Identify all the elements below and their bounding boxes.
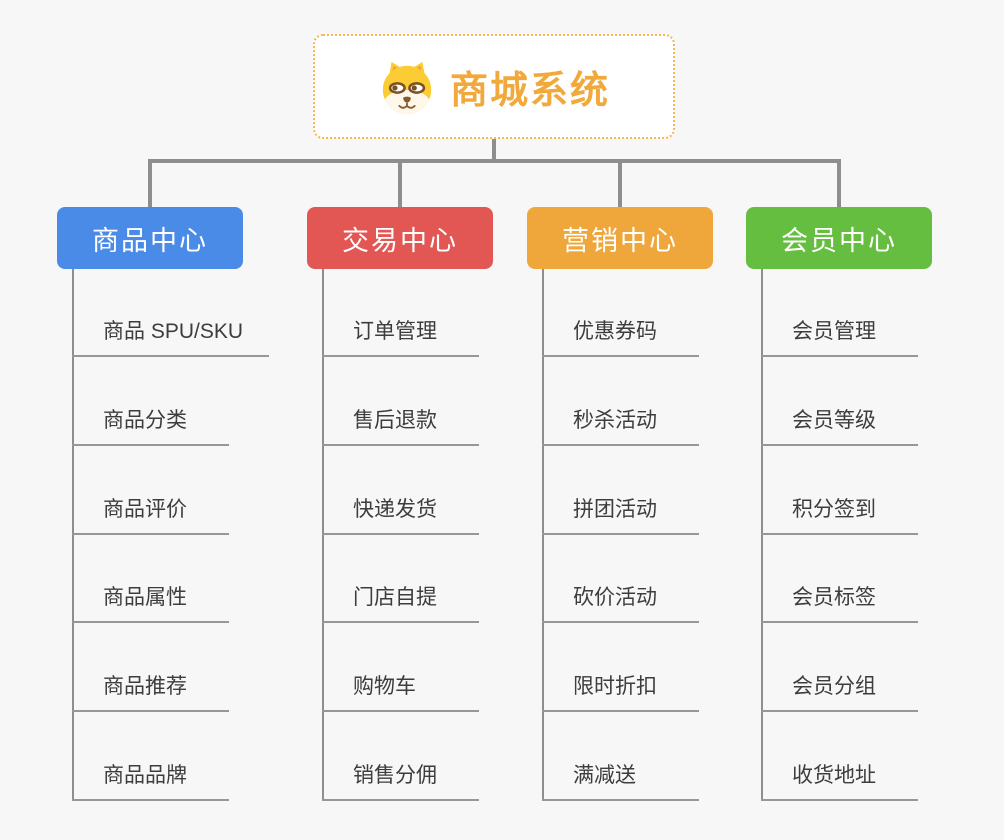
connector-spine bbox=[72, 269, 74, 801]
leaf-node[interactable]: 收货地址 bbox=[761, 761, 918, 801]
branch-node[interactable]: 营销中心 bbox=[527, 207, 713, 269]
connector-spine bbox=[542, 269, 544, 801]
leaf-node[interactable]: 商品属性 bbox=[72, 583, 229, 623]
leaf-node[interactable]: 砍价活动 bbox=[542, 583, 699, 623]
leaf-node[interactable]: 积分签到 bbox=[761, 495, 918, 535]
leaf-node[interactable]: 商品品牌 bbox=[72, 761, 229, 801]
leaf-node[interactable]: 商品分类 bbox=[72, 406, 229, 446]
leaf-node[interactable]: 商品 SPU/SKU bbox=[72, 317, 270, 357]
branch-label: 交易中心 bbox=[342, 225, 458, 256]
leaf-node[interactable]: 拼团活动 bbox=[542, 495, 699, 535]
connector-drop bbox=[837, 159, 841, 209]
leaf-node[interactable]: 会员等级 bbox=[761, 406, 918, 446]
dog-face-icon bbox=[382, 61, 432, 114]
leaf-node[interactable]: 秒杀活动 bbox=[542, 406, 699, 446]
leaf-node[interactable]: 销售分佣 bbox=[322, 761, 479, 801]
root-node[interactable]: 商城系统 bbox=[313, 34, 675, 139]
connector-drop bbox=[148, 159, 152, 209]
branch-label: 会员中心 bbox=[781, 225, 897, 256]
connector-bus bbox=[148, 159, 841, 163]
branch-node[interactable]: 交易中心 bbox=[307, 207, 493, 269]
leaf-node[interactable]: 商品评价 bbox=[72, 495, 229, 535]
connector-drop bbox=[618, 159, 622, 209]
leaf-node[interactable]: 购物车 bbox=[322, 672, 479, 712]
leaf-node[interactable]: 限时折扣 bbox=[542, 672, 699, 712]
leaf-node[interactable]: 会员分组 bbox=[761, 672, 918, 712]
leaf-node[interactable]: 优惠券码 bbox=[542, 317, 699, 357]
branch-label: 商品中心 bbox=[92, 225, 208, 256]
connector-spine bbox=[761, 269, 763, 801]
leaf-node[interactable]: 会员管理 bbox=[761, 317, 918, 357]
leaf-node[interactable]: 会员标签 bbox=[761, 583, 918, 623]
branch-node[interactable]: 会员中心 bbox=[746, 207, 932, 269]
leaf-node[interactable]: 快递发货 bbox=[322, 495, 479, 535]
branch-label: 营销中心 bbox=[562, 225, 678, 256]
root-label: 商城系统 bbox=[449, 70, 610, 112]
leaf-node[interactable]: 售后退款 bbox=[322, 406, 479, 446]
leaf-node[interactable]: 门店自提 bbox=[322, 583, 479, 623]
leaf-node[interactable]: 商品推荐 bbox=[72, 672, 229, 712]
connector-spine bbox=[322, 269, 324, 801]
connector-drop bbox=[398, 159, 402, 209]
branch-node[interactable]: 商品中心 bbox=[57, 207, 243, 269]
leaf-node[interactable]: 订单管理 bbox=[322, 317, 479, 357]
connector-root-stub bbox=[492, 139, 496, 163]
leaf-node[interactable]: 满减送 bbox=[542, 761, 699, 801]
